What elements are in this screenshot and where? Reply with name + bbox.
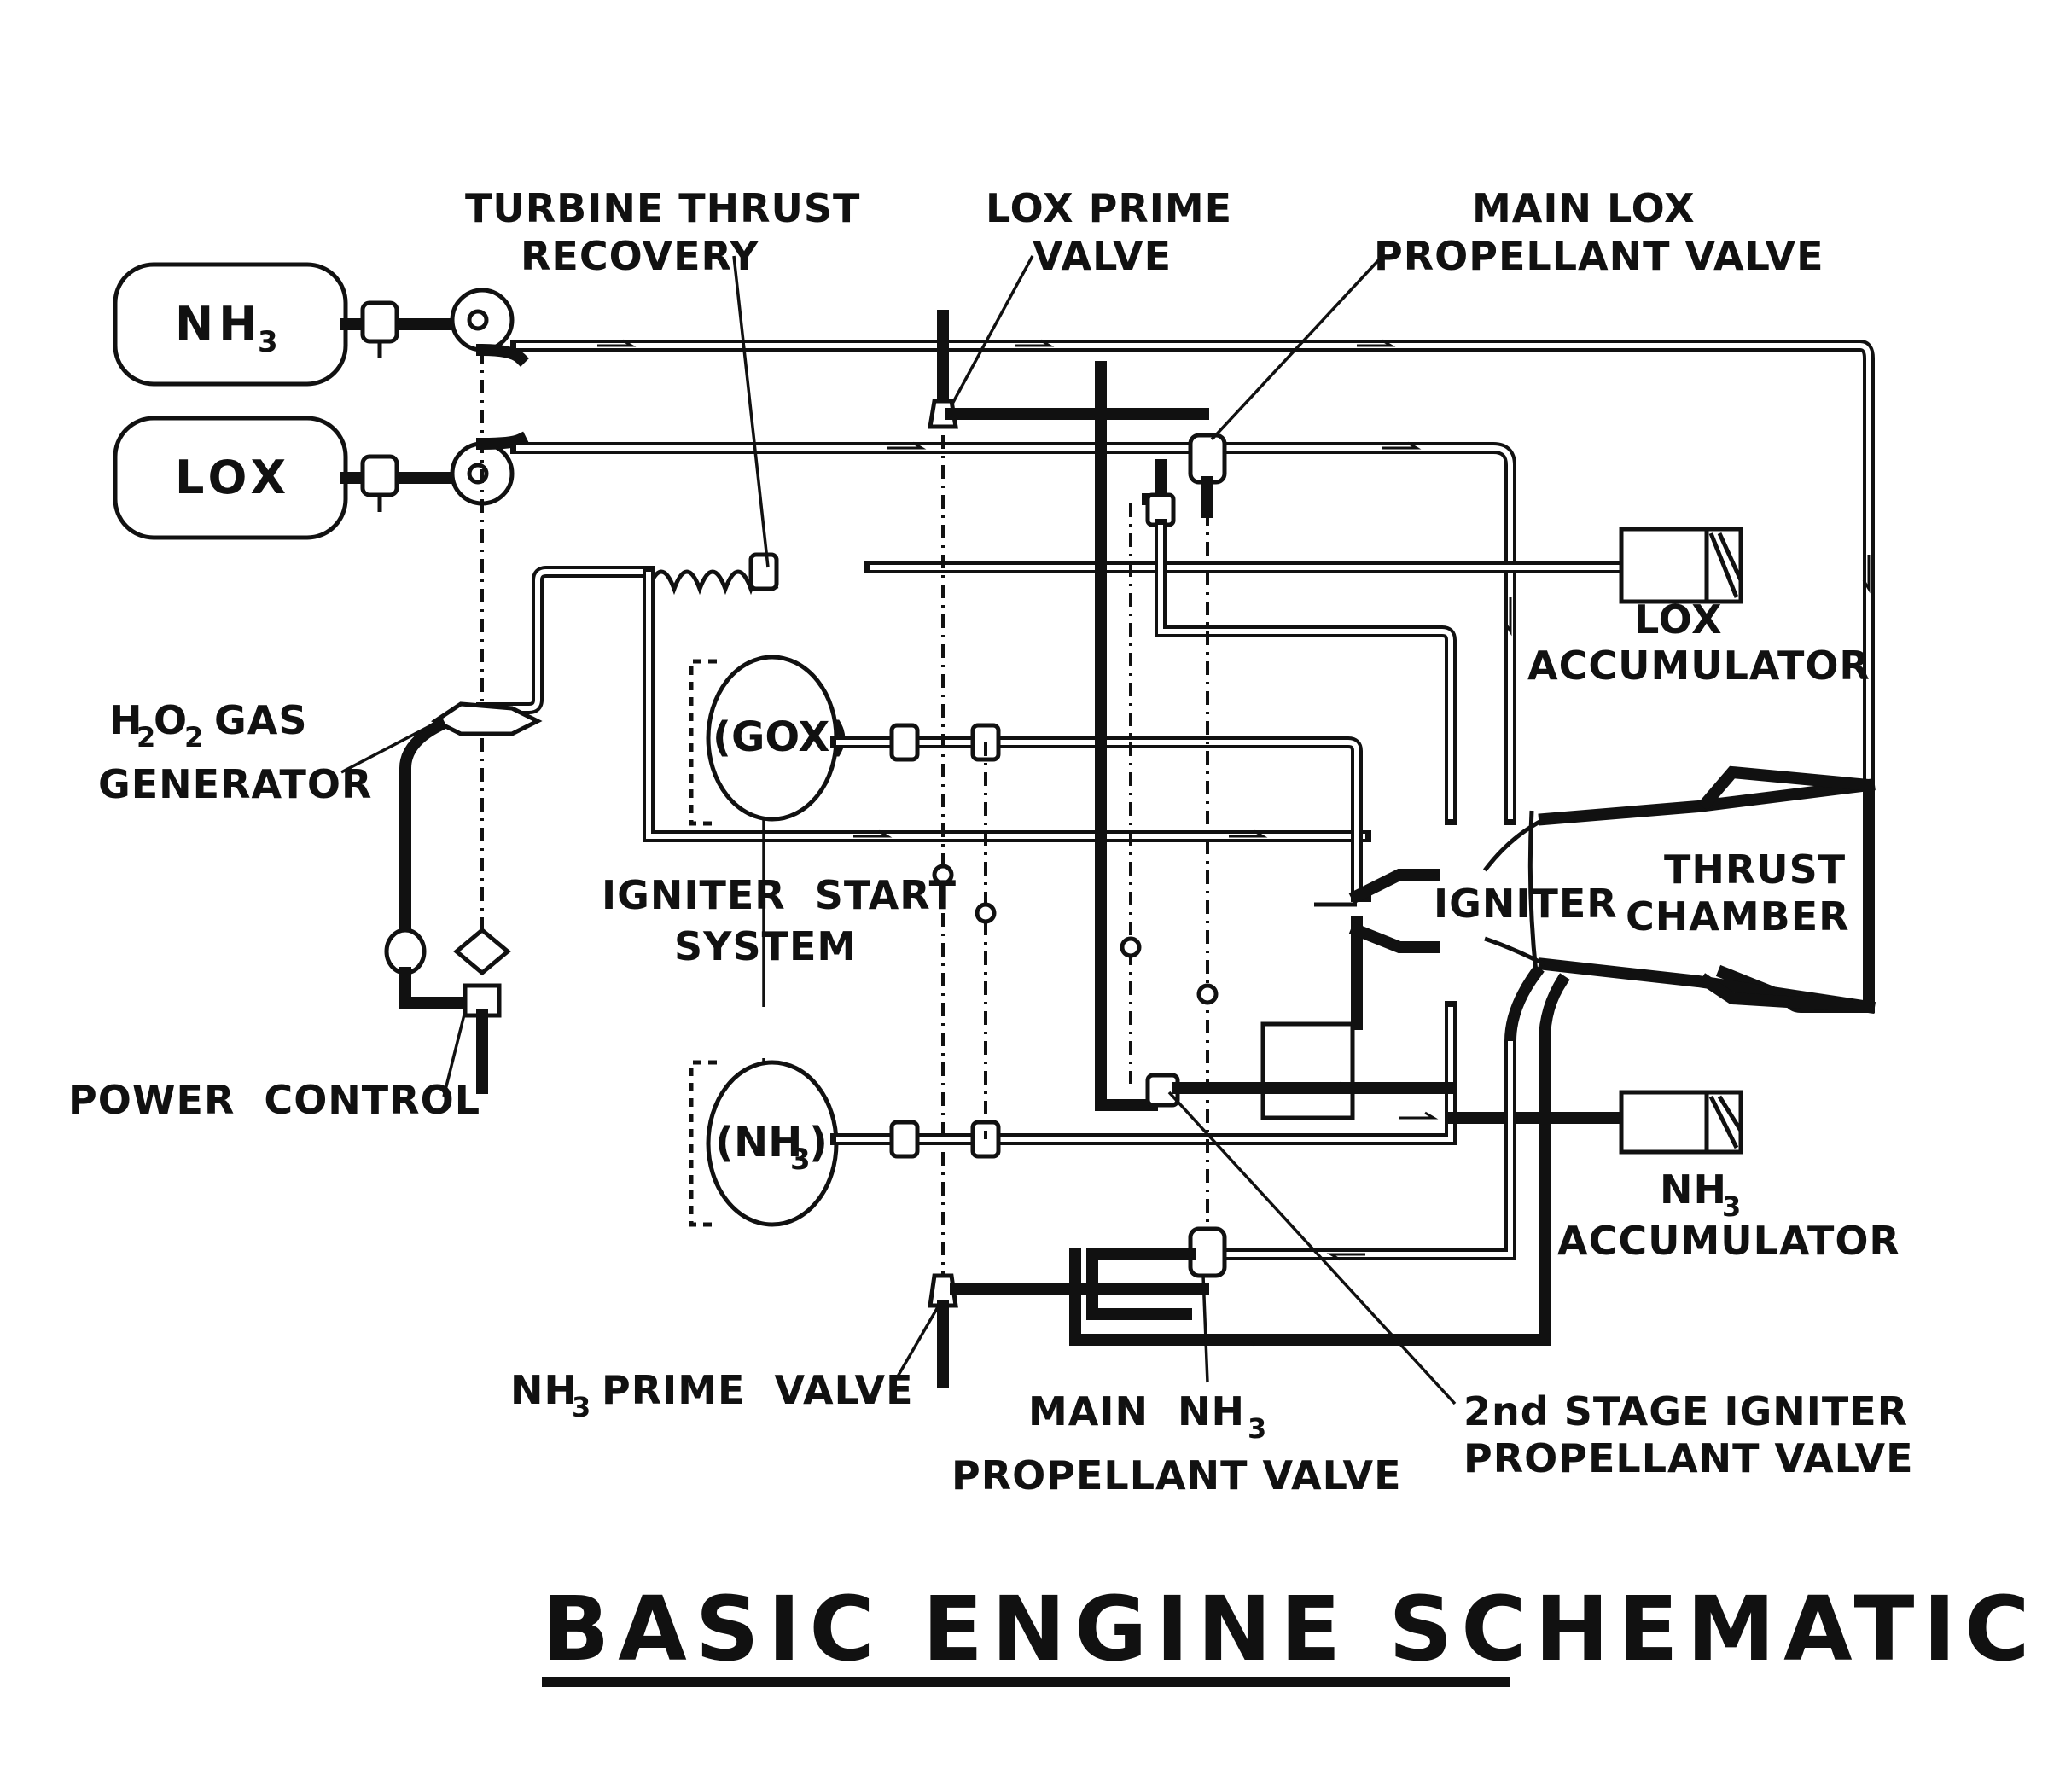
svg-text:O: O bbox=[154, 697, 188, 743]
nh3-chamber-loop bbox=[1069, 964, 1570, 1346]
nh3-prime-valve-label: NH 3 PRIME VALVE bbox=[510, 1367, 914, 1423]
nh3-accumulator-label: NH 3 ACCUMULATOR bbox=[1557, 1167, 1900, 1264]
svg-text:GENERATOR: GENERATOR bbox=[98, 761, 372, 807]
title-underline bbox=[542, 1677, 1510, 1687]
h2o2-gas-generator bbox=[384, 701, 543, 1094]
svg-text:3: 3 bbox=[1722, 1190, 1742, 1223]
igniter-start-system-label-2: SYSTEM bbox=[674, 923, 857, 969]
svg-text:H: H bbox=[109, 697, 143, 743]
main-nh3-valve bbox=[1086, 1226, 1227, 1278]
turbine-thrust-recovery-label-2: RECOVERY bbox=[521, 233, 759, 279]
nh3-pump bbox=[450, 288, 529, 367]
leader-lines bbox=[340, 254, 1457, 1405]
nh3-sphere-subscript: 3 bbox=[790, 1143, 811, 1177]
lox-tank-label: LOX bbox=[175, 451, 291, 504]
lox-prime-valve bbox=[928, 310, 1209, 429]
main-nh3-valve-label: MAIN NH 3 PROPELLANT VALVE bbox=[951, 1388, 1402, 1498]
nh3-tank: NH 3 bbox=[113, 262, 348, 387]
svg-text:MAIN NH: MAIN NH bbox=[1028, 1388, 1245, 1434]
lox-prime-valve-label-1: LOX PRIME bbox=[986, 185, 1232, 231]
main-lox-valve-label-1: MAIN LOX bbox=[1472, 185, 1696, 231]
tank-outlet-valves bbox=[340, 300, 467, 512]
gox-label: (GOX) bbox=[713, 713, 848, 761]
gox-sphere: (GOX) bbox=[689, 655, 848, 826]
lox-prime-valve-label-2: VALVE bbox=[1033, 233, 1172, 279]
h2o2-gas-generator-label: H 2 O 2 GAS GENERATOR bbox=[98, 697, 372, 807]
igniter-start-system-label-1: IGNITER START bbox=[602, 872, 957, 918]
svg-text:ACCUMULATOR: ACCUMULATOR bbox=[1557, 1218, 1900, 1264]
nh3-sphere-label: (NH bbox=[715, 1119, 802, 1167]
svg-text:2: 2 bbox=[184, 721, 204, 753]
igniter bbox=[1314, 817, 1546, 967]
svg-text:PROPELLANT VALVE: PROPELLANT VALVE bbox=[951, 1452, 1402, 1498]
svg-text:3: 3 bbox=[572, 1391, 591, 1423]
svg-text:PRIME VALVE: PRIME VALVE bbox=[587, 1367, 914, 1413]
thrust-chamber-label-2: CHAMBER bbox=[1626, 893, 1850, 940]
vertical-lox-feed bbox=[1095, 361, 1158, 1111]
lox-tank: LOX bbox=[113, 416, 348, 540]
lox-accumulator-label-1: LOX bbox=[1634, 596, 1723, 643]
gox-feed-line bbox=[830, 723, 1371, 902]
turbine-exhaust-line bbox=[476, 552, 1371, 842]
lox-accumulator-line bbox=[864, 527, 1743, 604]
nh3-accumulator-line bbox=[1445, 1090, 1743, 1155]
second-stage-igniter-label-1: 2nd STAGE IGNITER bbox=[1463, 1388, 1908, 1434]
svg-text:NH: NH bbox=[1660, 1167, 1727, 1213]
igniter-label: IGNITER bbox=[1434, 881, 1618, 927]
svg-text:NH: NH bbox=[510, 1367, 578, 1413]
svg-text:GAS: GAS bbox=[200, 697, 308, 743]
nh3-sphere: (NH 3 ) bbox=[689, 1060, 839, 1227]
power-control-label: POWER CONTROL bbox=[68, 1077, 480, 1123]
svg-text:2: 2 bbox=[137, 721, 156, 753]
main-lox-valve-label-2: PROPELLANT VALVE bbox=[1374, 233, 1824, 279]
nh3-tank-label: NH bbox=[175, 297, 262, 351]
second-stage-igniter-label-2: PROPELLANT VALVE bbox=[1463, 1435, 1914, 1481]
nh3-tank-subscript: 3 bbox=[258, 325, 279, 359]
thrust-chamber bbox=[1527, 765, 1876, 1014]
lox-accumulator-label-2: ACCUMULATOR bbox=[1527, 643, 1871, 689]
thrust-chamber-label-1: THRUST bbox=[1664, 847, 1846, 893]
lox-main-line bbox=[510, 442, 1516, 825]
schematic-title: BASIC ENGINE SCHEMATIC bbox=[542, 1577, 2039, 1681]
main-lox-valve bbox=[1142, 433, 1457, 825]
svg-text:3: 3 bbox=[1248, 1412, 1267, 1445]
nh3-igniter-feed-line bbox=[830, 1001, 1457, 1159]
flow-arrows bbox=[597, 339, 1871, 1347]
nh3-prime-valve bbox=[928, 1273, 1209, 1388]
nh3-sphere-close: ) bbox=[809, 1119, 828, 1167]
turbine-thrust-recovery-label-1: TURBINE THRUST bbox=[465, 185, 860, 231]
